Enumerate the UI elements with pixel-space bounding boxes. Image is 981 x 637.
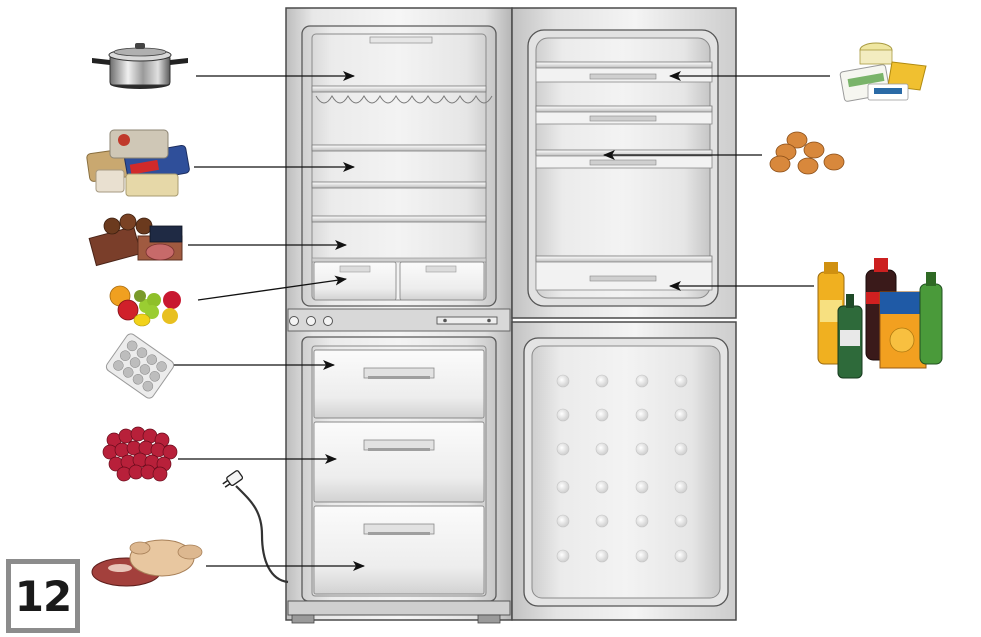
freezer-door-dimple [675,515,687,527]
cooked-meats-icon [89,214,182,265]
control-knob-1 [290,317,299,326]
freezer-door-dimple [636,481,648,493]
control-panel [288,309,510,331]
foot-left [292,615,314,623]
freezer-door-dimple [596,375,608,387]
freezer-door-dimple [596,443,608,455]
freezer-door-dimple [675,409,687,421]
freezer-door-dimple [636,550,648,562]
power-cord [221,470,288,582]
freezer-door-dimple [557,443,569,455]
freezer-door-dimple [557,375,569,387]
freezer-drawer-3 [314,506,484,594]
berry [131,427,145,441]
freezer-door-dimple [636,375,648,387]
plug-icon [221,470,243,490]
freezer-door-dimple [636,409,648,421]
door-shelf-middle [536,106,712,124]
packaged-deli-icon [86,130,190,196]
freezer-drawer-1 [314,350,484,418]
berry [153,467,167,481]
freezer-door-dimple [596,515,608,527]
page-number-box: 12 [6,559,80,633]
bottles-and-cartons-icon [818,258,942,378]
freezer-door-dimple [636,515,648,527]
freezer-door-dimple [636,443,648,455]
fridge-cabinet [286,8,512,623]
eggs-icon [770,132,844,174]
freezer-door [512,322,736,620]
freezer-door-dimple [675,481,687,493]
freezer-door-dimple [675,550,687,562]
berry [119,429,133,443]
control-knob-3 [324,317,333,326]
freezer-door-dimple [675,375,687,387]
freezer-drawer-2 [314,422,484,502]
freezer-door-dimple [596,550,608,562]
fridge-door [512,8,736,318]
fruit-icon [110,286,181,326]
dairy-cheese-icon [840,43,926,102]
foot-right [478,615,500,623]
freezer-door-dimple [557,481,569,493]
freezer-door-dimple [557,409,569,421]
freezer-door-dimple [557,550,569,562]
frozen-berries-icon [103,427,177,481]
door-shelf-top [536,62,712,82]
freezer-door-dimple [557,515,569,527]
freezer-door-dimple [596,481,608,493]
door-shelf-egg [536,150,712,168]
frozen-bag-icon [104,332,175,400]
lower-shelf [312,216,486,222]
berry [117,467,131,481]
raw-meat-poultry-icon [92,540,202,586]
berry [141,465,155,479]
door-shelf-bottom [536,256,712,290]
page-number: 12 [11,564,75,628]
freezer-door-dimple [596,409,608,421]
cooking-pot-icon [92,43,188,89]
freezer-door-dimple [675,443,687,455]
control-knob-2 [307,317,316,326]
